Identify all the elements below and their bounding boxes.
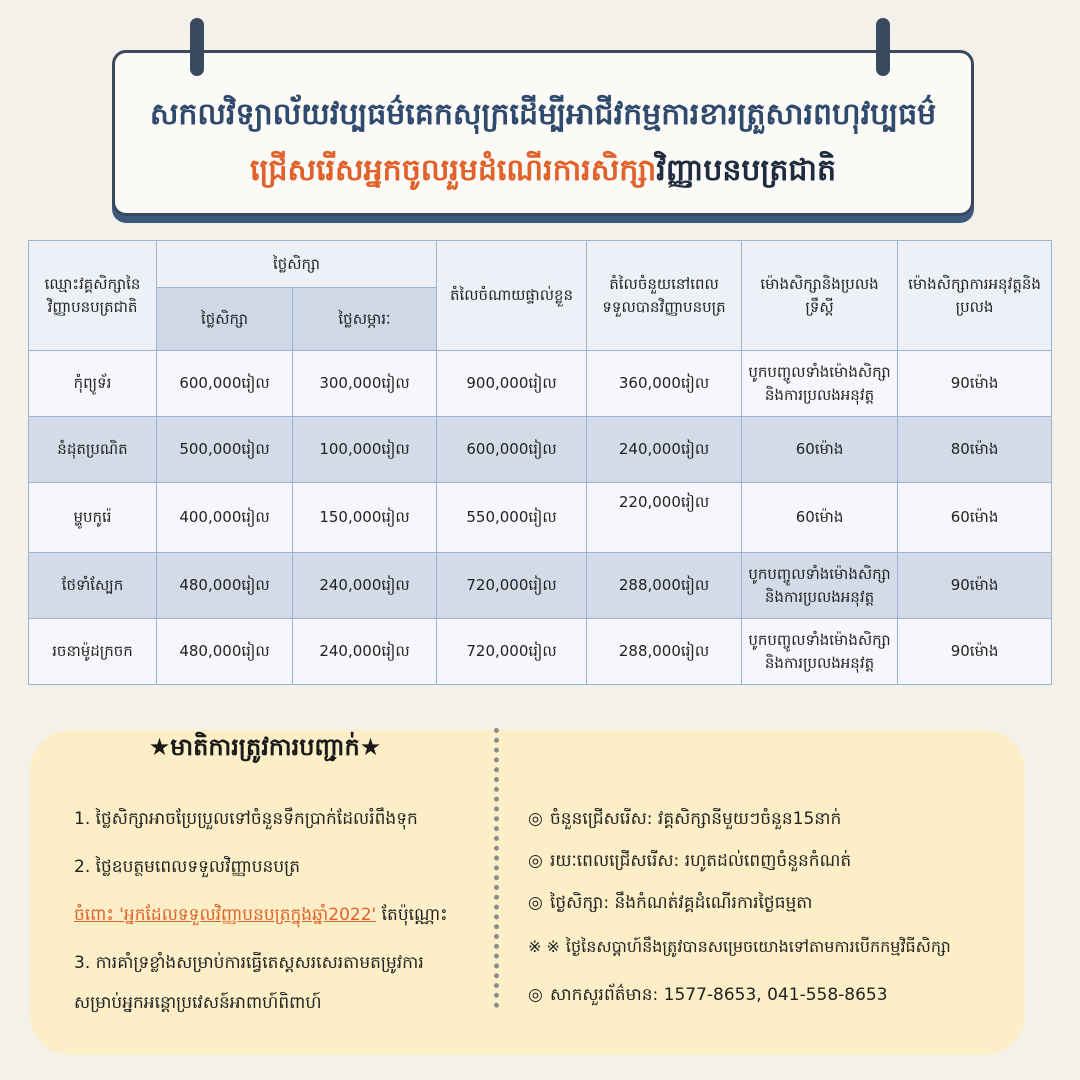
header-materials: ថ្លៃសម្ភារៈ — [291, 287, 438, 351]
header-course-name: ឈ្មោះវគ្គសិក្សានៃវិញ្ញាបនបត្រជាតិ — [28, 240, 157, 351]
materials-cell: 240,000រៀល — [291, 552, 438, 619]
practical-hours-cell: 80ម៉ោង — [897, 416, 1053, 483]
note-1: 1. ថ្លៃសិក្សាអាចប្រែប្រួលទៅចំនួនទឹកប្រាក… — [74, 809, 418, 829]
reference-mark-icon: ※ ※ — [528, 937, 560, 956]
header-practical-hours: ម៉ោងសិក្សាការអនុវត្តនិងប្រលង — [897, 240, 1053, 351]
table-row: ថែទាំស្បែក 480,000រៀល 240,000រៀល 720,000… — [28, 552, 1053, 619]
header-theory-hours: ម៉ោងសិក្សានិងប្រលងទ្រឹស្តី — [741, 240, 899, 351]
title-rest: វិញ្ញាបនបត្រជាតិ — [656, 153, 837, 188]
theory-hours-cell: បូកបញ្ចូលទាំងម៉ោងសិក្សានិងការប្រលងអនុវត្… — [741, 552, 899, 619]
header-self-cost: តំលៃចំណាយផ្ទាល់ខ្លួន — [436, 240, 588, 351]
materials-cell: 150,000រៀល — [291, 482, 438, 553]
note-2-highlight: ចំពោះ 'អ្នកដែលទទួលវិញ្ញាបនបត្រក្នុងឆ្នាំ… — [74, 905, 377, 925]
theory-hours-cell: បូកបញ្ចូលទាំងម៉ោងសិក្សានិងការប្រលងអនុវត្… — [741, 350, 899, 417]
self-cost-cell: 900,000រៀល — [436, 350, 588, 417]
info-text: ថ្ងៃសិក្សា: នឹងកំណត់វគ្គដំណើរការថ្ងៃធម្ម… — [550, 893, 813, 913]
note-2-detail: ចំពោះ 'អ្នកដែលទទួលវិញ្ញាបនបត្រក្នុងឆ្នាំ… — [74, 904, 448, 929]
materials-cell: 240,000រៀល — [291, 618, 438, 685]
header-tuition: ថ្លៃសិក្សា — [156, 287, 293, 351]
title-highlight: ជ្រើសរើសអ្នកចូលរួមដំណើរការសិក្សា — [249, 153, 657, 188]
title-board: សកលវិទ្យាល័យវប្បធម៌គេកសុក្រដើម្បីអាជីវកម… — [112, 50, 974, 216]
note-3: 3. ការគាំទ្រខ្លាំងសម្រាប់ការធ្វើតេស្តសរស… — [74, 953, 424, 973]
info-recruit-period: ◎ រយៈពេលជ្រើសរើស: រហូតដល់ពេញចំនួនកំណត់ — [528, 850, 851, 875]
contact-text: សាកសួរព័ត៌មាន: 1577-8653, 041-558-8653 — [550, 985, 888, 1005]
info-contact: ◎ សាកសួរព័ត៌មាន: 1577-8653, 041-558-8653 — [528, 984, 888, 1009]
note-2: 2. ថ្លៃឧបត្ថមពេលទទួលវិញ្ញាបនបត្រ — [74, 857, 300, 877]
course-name: នំដុតប្រណិត — [28, 416, 157, 483]
tuition-cell: 500,000រៀល — [156, 416, 293, 483]
self-cost-cell: 550,000រៀល — [436, 482, 588, 553]
refund-cell: 220,000រៀល — [586, 482, 743, 553]
info-text: រយៈពេលជ្រើសរើស: រហូតដល់ពេញចំនួនកំណត់ — [550, 851, 852, 871]
course-name: ថែទាំស្បែក — [28, 552, 157, 619]
page-title-line-2: ជ្រើសរើសអ្នកចូលរួមដំណើរការសិក្សាវិញ្ញាបន… — [115, 151, 971, 195]
info-text: ចំនួនជ្រើសរើស: វគ្គសិក្សានីមួយៗចំនួន15នា… — [550, 809, 842, 829]
self-cost-cell: 600,000រៀល — [436, 416, 588, 483]
materials-cell: 100,000រៀល — [291, 416, 438, 483]
note-3-continued: សម្រាប់អ្នកអន្តោប្រវេសន៍អាពាហ៍ពិពាហ៍ — [74, 993, 322, 1013]
course-name: ម្ហូបកូរ៉េ — [28, 482, 157, 553]
note-2-suffix: តែប៉ុណ្ណោះ — [376, 905, 448, 925]
tuition-cell: 480,000រៀល — [156, 618, 293, 685]
info-recruit-count: ◎ ចំនួនជ្រើសរើស: វគ្គសិក្សានីមួយៗចំនួន15ន… — [528, 808, 841, 833]
bullet-icon: ◎ — [528, 809, 543, 829]
table-row: នំដុតប្រណិត 500,000រៀល 100,000រៀល 600,00… — [28, 416, 1053, 483]
header-tuition-group: ថ្លៃសិក្សា — [155, 240, 438, 288]
practical-hours-cell: 60ម៉ោង — [897, 482, 1053, 553]
dotted-divider — [494, 728, 499, 1008]
self-cost-cell: 720,000រៀល — [436, 552, 588, 619]
table-row: រចនាម៉ូដក្រចក 480,000រៀល 240,000រៀល 720,… — [28, 618, 1053, 685]
table-row: កុំព្យូទ័រ 600,000រៀល 300,000រៀល 900,000… — [28, 350, 1053, 417]
table-row: ម្ហូបកូរ៉េ 400,000រៀល 150,000រៀល 550,000… — [28, 482, 1053, 553]
course-name: រចនាម៉ូដក្រចក — [28, 618, 157, 685]
binder-pin-right — [876, 18, 890, 76]
refund-cell: 360,000រៀល — [586, 350, 743, 417]
refund-cell: 288,000រៀល — [586, 552, 743, 619]
refund-cell: 288,000រៀល — [586, 618, 743, 685]
binder-pin-left — [190, 18, 204, 76]
theory-hours-cell: បូកបញ្ចូលទាំងម៉ោងសិក្សានិងការប្រលងអនុវត្… — [741, 618, 899, 685]
notes-panel — [30, 730, 1025, 1055]
tuition-cell: 400,000រៀល — [156, 482, 293, 553]
page-title-line-1: សកលវិទ្យាល័យវប្បធម៌គេកសុក្រដើម្បីអាជីវកម… — [149, 97, 937, 132]
info-study-days: ◎ ថ្ងៃសិក្សា: នឹងកំណត់វគ្គដំណើរការថ្ងៃធម្… — [528, 892, 812, 917]
theory-hours-cell: 60ម៉ោង — [741, 416, 899, 483]
refund-cell: 240,000រៀល — [586, 416, 743, 483]
notes-title: ★មាតិការត្រូវការបញ្ជាក់★ — [148, 733, 382, 761]
tuition-cell: 600,000រៀល — [156, 350, 293, 417]
tuition-cell: 480,000រៀល — [156, 552, 293, 619]
info-weekday-note: ※ ※ ថ្ងៃនៃសប្តាហ៍នឹងត្រូវបានសម្រេចយោងទៅតា… — [528, 936, 951, 960]
bullet-icon: ◎ — [528, 985, 543, 1005]
materials-cell: 300,000រៀល — [291, 350, 438, 417]
practical-hours-cell: 90ម៉ោង — [897, 350, 1053, 417]
bullet-icon: ◎ — [528, 893, 543, 913]
info-text: ថ្ងៃនៃសប្តាហ៍នឹងត្រូវបានសម្រេចយោងទៅតាមកា… — [565, 937, 951, 956]
course-fee-table: ឈ្មោះវគ្គសិក្សានៃវិញ្ញាបនបត្រជាតិ ថ្លៃសិ… — [28, 240, 1053, 685]
bullet-icon: ◎ — [528, 851, 543, 871]
practical-hours-cell: 90ម៉ោង — [897, 552, 1053, 619]
theory-hours-cell: 60ម៉ោង — [741, 482, 899, 553]
practical-hours-cell: 90ម៉ោង — [897, 618, 1053, 685]
self-cost-cell: 720,000រៀល — [436, 618, 588, 685]
course-name: កុំព្យូទ័រ — [28, 350, 157, 417]
header-refund: តំលៃចំនួយនៅពេលទទួលបានវិញ្ញាបនបត្រ — [586, 240, 743, 351]
